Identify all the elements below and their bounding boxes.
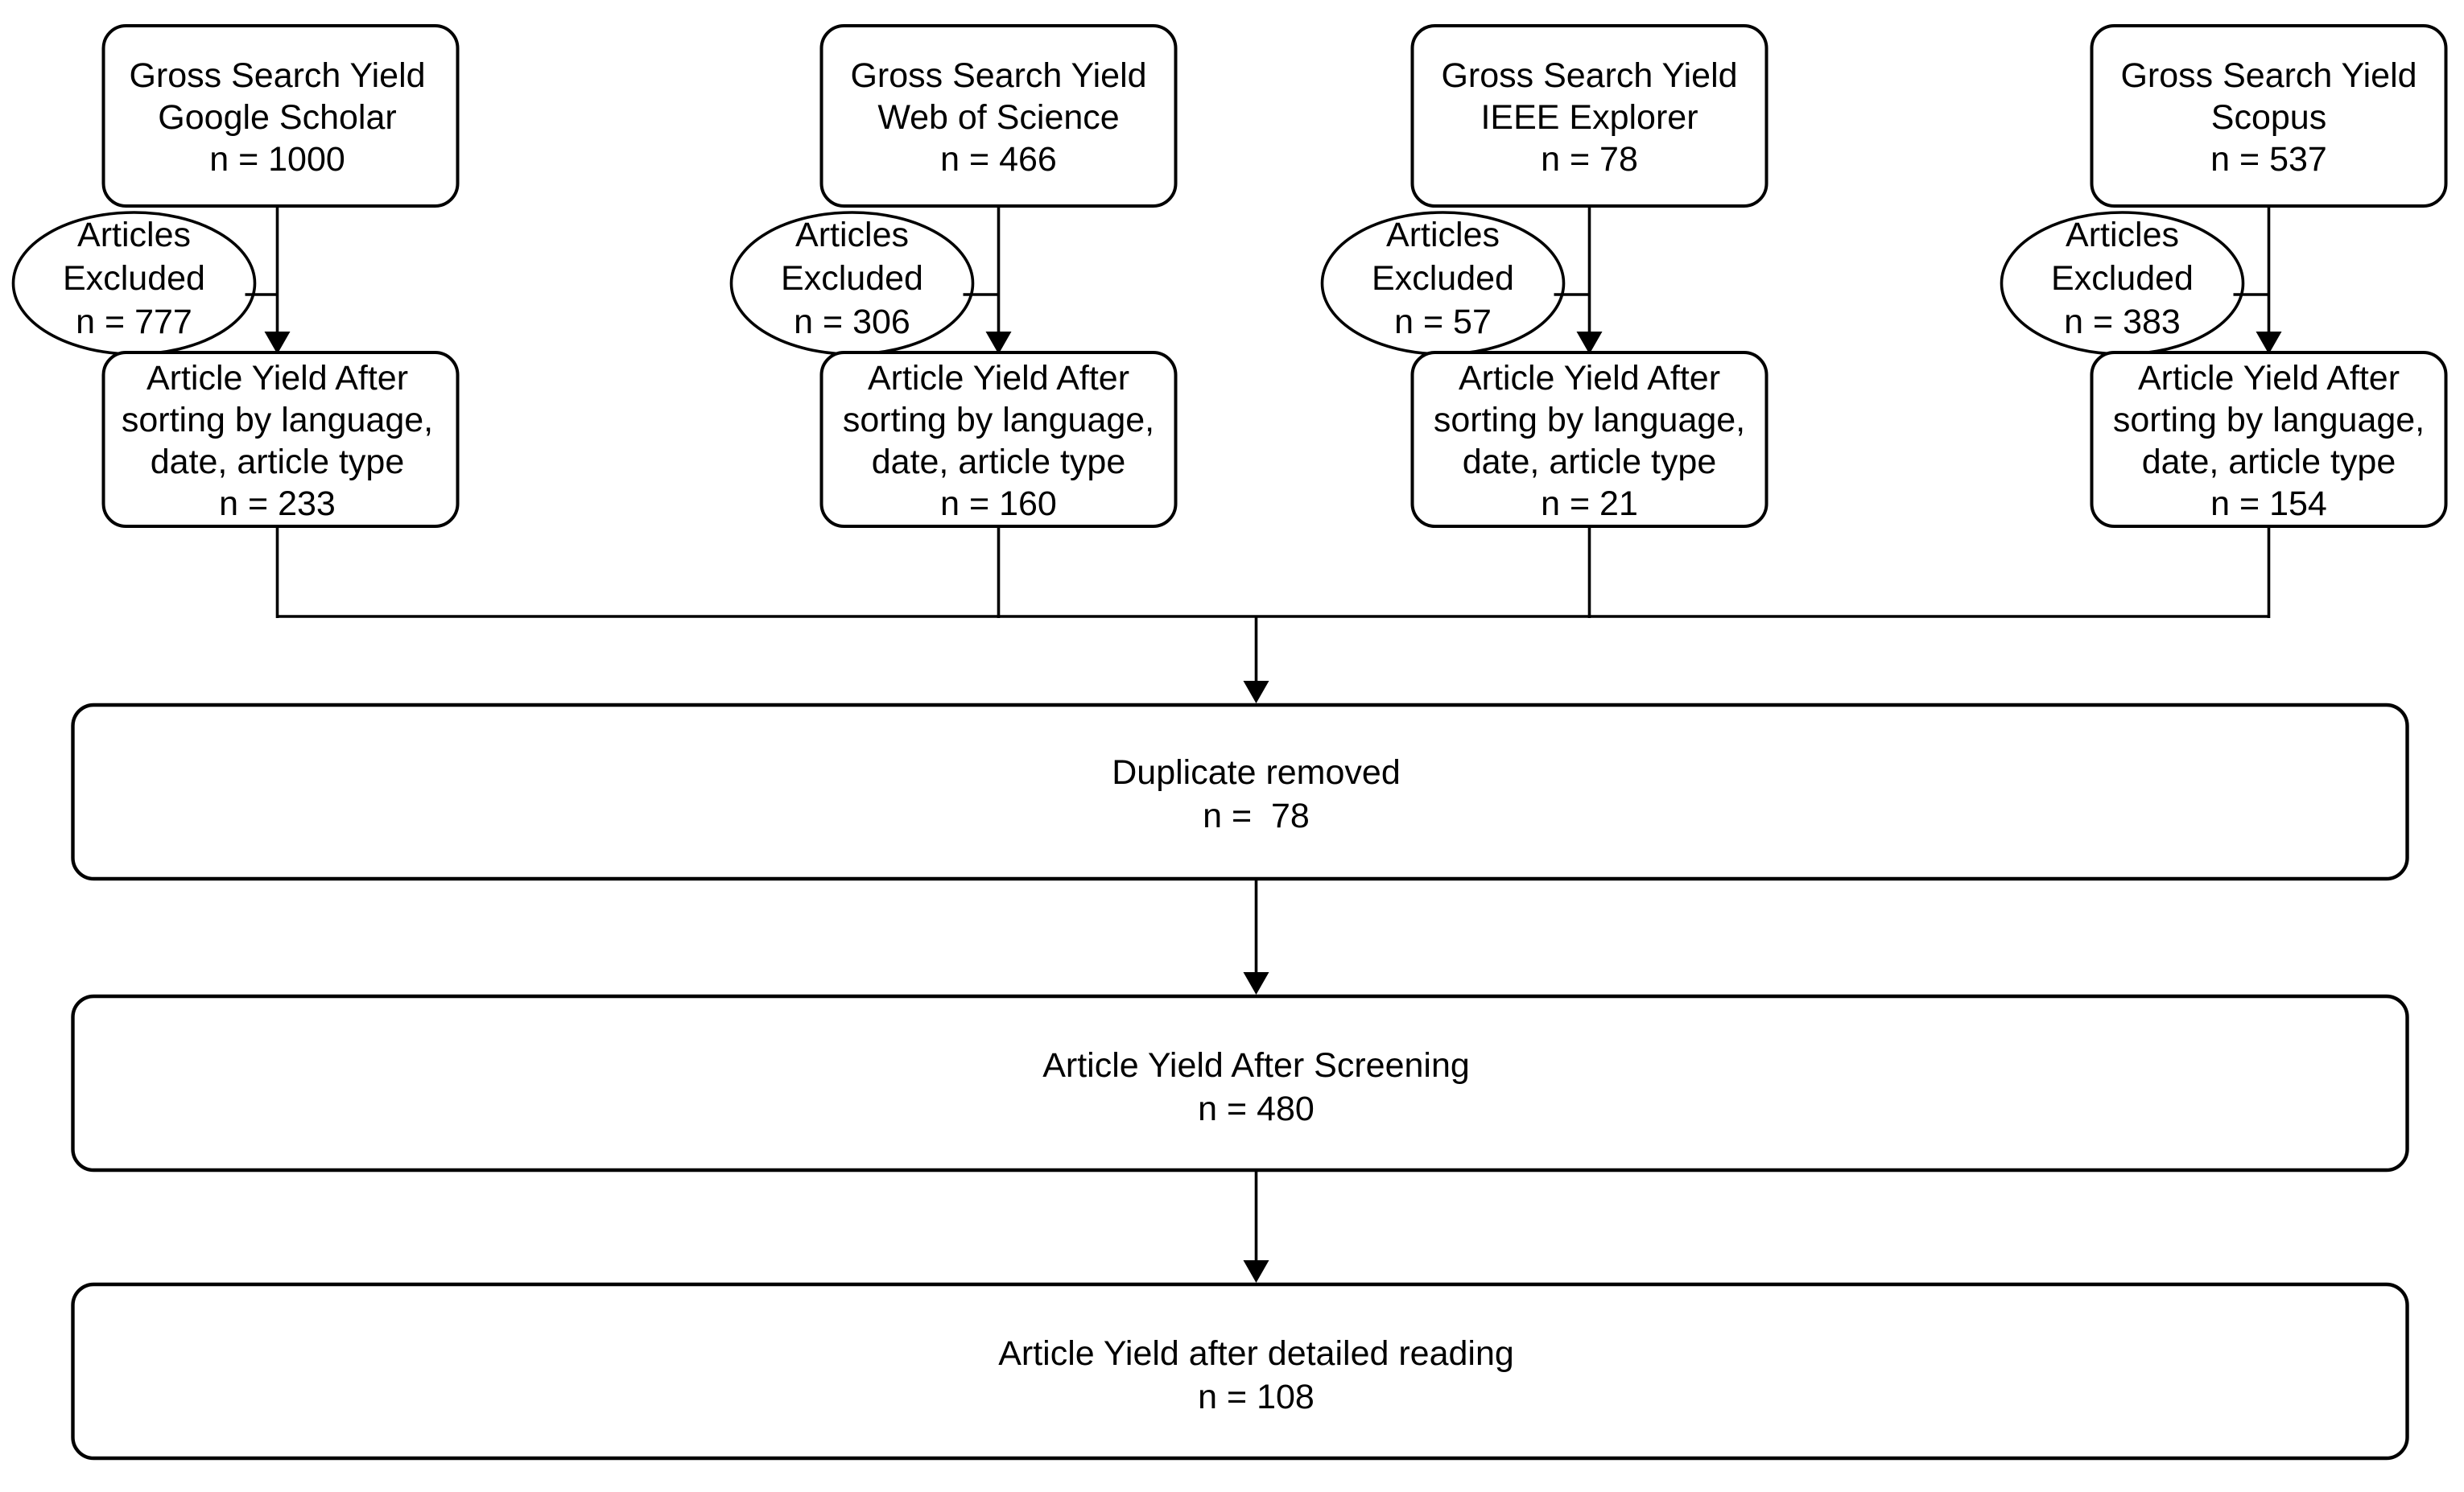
duplicate-removed-label: Duplicate removed — [1112, 753, 1401, 792]
detailed-reading-count: n = 108 — [1198, 1378, 1315, 1416]
arrow-down-icon — [1243, 681, 1269, 703]
gross-yield-box-google-scholar — [101, 24, 460, 208]
arrow-down-icon — [1576, 332, 1603, 354]
after-sorting-count: n = 154 — [2210, 484, 2327, 523]
excluded-line1: Articles — [795, 216, 909, 254]
gross-yield-line1: Gross Search Yield — [850, 56, 1146, 95]
excluded-count: n = 57 — [1394, 303, 1492, 341]
excluded-count: n = 777 — [76, 303, 192, 341]
arrow-down-icon — [1243, 1260, 1269, 1283]
excluded-line2: Excluded — [63, 259, 205, 298]
gross-yield-line2: Scopus — [2211, 98, 2326, 137]
excluded-line1: Articles — [1386, 216, 1500, 254]
after-sorting-line1: Article Yield After — [147, 359, 408, 398]
gross-yield-count: n = 78 — [1541, 140, 1638, 179]
gross-yield-count: n = 1000 — [209, 140, 345, 179]
after-sorting-count: n = 233 — [219, 484, 336, 523]
arrow-bus-to-duplicate — [1243, 616, 1269, 703]
arrow-down-icon — [1243, 972, 1269, 995]
gross-yield-line1: Gross Search Yield — [129, 56, 425, 95]
after-screening-box — [71, 994, 2409, 1173]
after-sorting-line2: sorting by language, — [1434, 401, 1745, 439]
gross-yield-count: n = 466 — [940, 140, 1057, 179]
gross-yield-line2: Web of Science — [877, 98, 1119, 137]
column-web-of-science: Gross Search Yield Web of Science n = 46… — [729, 24, 1178, 618]
after-sorting-count: n = 21 — [1541, 484, 1638, 523]
detailed-reading-box — [71, 1282, 2409, 1461]
column-google-scholar: Gross Search Yield Google Scholar n = 10… — [11, 24, 460, 618]
arrow-down-icon — [264, 332, 291, 354]
after-sorting-line1: Article Yield After — [868, 359, 1129, 398]
column-scopus: Gross Search Yield Scopus n = 537 Articl… — [2000, 24, 2448, 618]
arrow-down-icon — [2256, 332, 2282, 354]
column-ieee-explorer: Gross Search Yield IEEE Explorer n = 78 … — [1320, 24, 1769, 618]
after-sorting-count: n = 160 — [940, 484, 1057, 523]
gross-yield-line2: Google Scholar — [158, 98, 396, 137]
after-sorting-line2: sorting by language, — [122, 401, 433, 439]
excluded-line1: Articles — [2066, 216, 2179, 254]
arrow-duplicate-to-screening — [1243, 879, 1269, 995]
gross-yield-line2: IEEE Explorer — [1480, 98, 1698, 137]
after-sorting-line3: date, article type — [2142, 443, 2396, 481]
excluded-line2: Excluded — [781, 259, 923, 298]
after-sorting-line3: date, article type — [1463, 443, 1717, 481]
gross-yield-line1: Gross Search Yield — [1441, 56, 1737, 95]
excluded-line2: Excluded — [2051, 259, 2194, 298]
arrow-screening-to-reading — [1243, 1170, 1269, 1283]
after-sorting-line1: Article Yield After — [1459, 359, 1720, 398]
after-screening-label: Article Yield After Screening — [1042, 1046, 1470, 1085]
after-sorting-line2: sorting by language, — [2113, 401, 2425, 439]
gross-yield-line1: Gross Search Yield — [2120, 56, 2417, 95]
after-sorting-box-google-scholar — [101, 351, 460, 528]
after-sorting-line2: sorting by language, — [843, 401, 1154, 439]
excluded-line1: Articles — [77, 216, 191, 254]
excluded-count: n = 306 — [794, 303, 910, 341]
duplicate-removed-box — [71, 703, 2409, 881]
excluded-count: n = 383 — [2064, 303, 2181, 341]
duplicate-removed-count: n = 78 — [1203, 797, 1310, 835]
after-sorting-line1: Article Yield After — [2138, 359, 2400, 398]
after-sorting-line3: date, article type — [872, 443, 1126, 481]
after-screening-count: n = 480 — [1198, 1090, 1315, 1128]
excluded-line2: Excluded — [1372, 259, 1514, 298]
detailed-reading-label: Article Yield after detailed reading — [998, 1334, 1514, 1373]
gross-yield-count: n = 537 — [2210, 140, 2327, 179]
arrow-down-icon — [985, 332, 1012, 354]
after-sorting-line3: date, article type — [151, 443, 405, 481]
